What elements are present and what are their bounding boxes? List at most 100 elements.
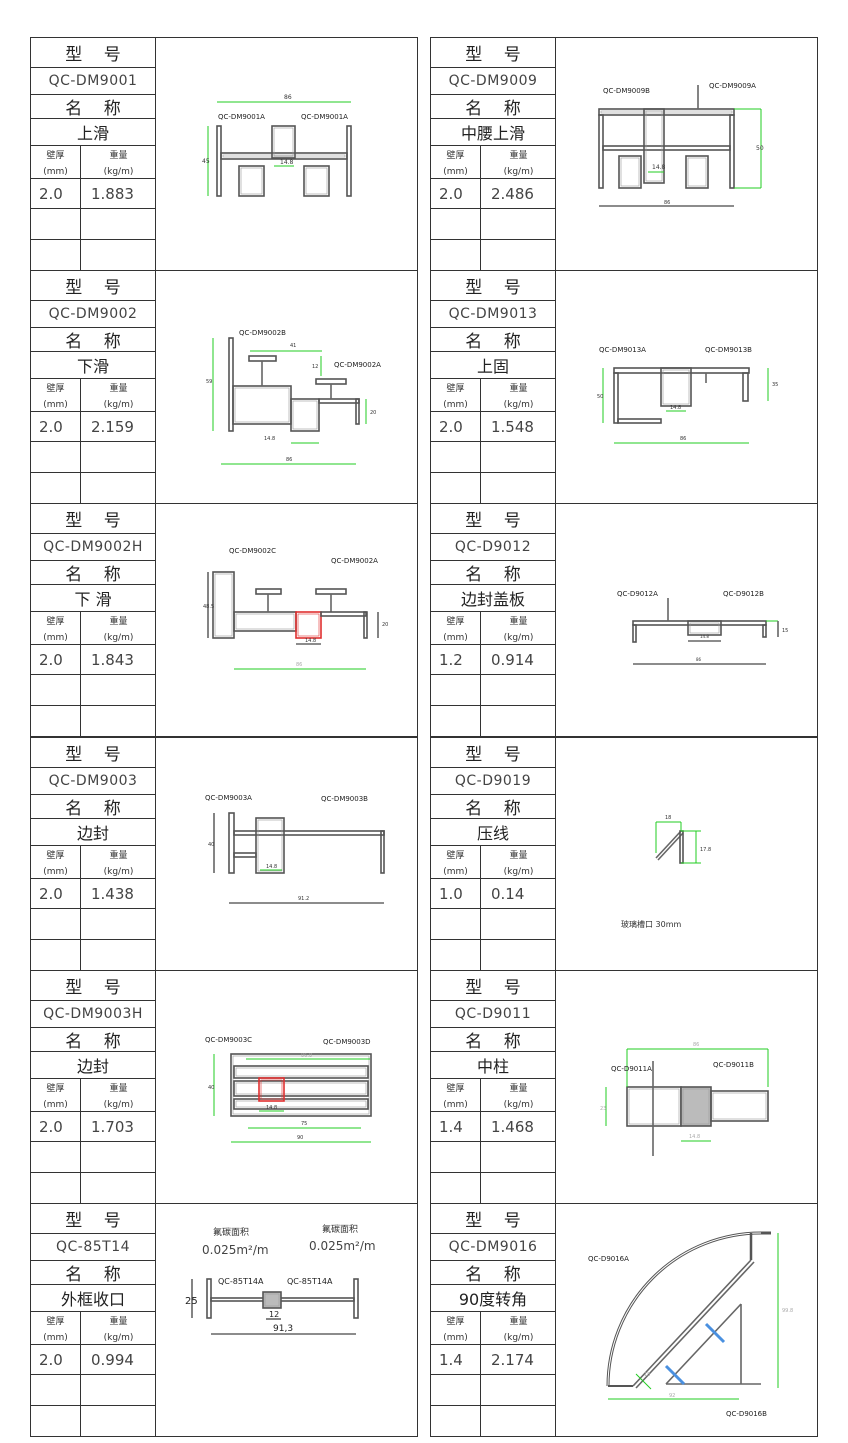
drawing-label: QC-D9011A bbox=[611, 1065, 652, 1073]
profile-inner-line bbox=[305, 167, 328, 195]
empty-cell bbox=[481, 909, 556, 940]
thickness-header: 壁厚 (mm) bbox=[31, 846, 81, 879]
thickness-header: 壁厚(mm) bbox=[31, 1079, 81, 1112]
drawing-label: 14.8 bbox=[266, 864, 277, 870]
profile-outline bbox=[233, 1080, 369, 1097]
profile-outline bbox=[255, 588, 282, 595]
weight-header: 重量(kg/m) bbox=[481, 1312, 556, 1345]
thickness-value: 2.0 bbox=[31, 412, 81, 442]
profile-inner-line bbox=[222, 154, 346, 158]
weight-unit: (kg/m) bbox=[503, 633, 534, 643]
empty-cell bbox=[31, 706, 81, 737]
drawing-label: QC-D9016B bbox=[726, 1410, 767, 1418]
empty-cell bbox=[431, 473, 481, 504]
weight-unit: (kg/m) bbox=[103, 633, 134, 643]
profile-outline bbox=[248, 355, 277, 362]
profile-inner-line bbox=[264, 1293, 280, 1307]
empty-cell bbox=[481, 209, 556, 240]
profile-inner-line bbox=[628, 1088, 680, 1125]
drawing-label: 14.8 bbox=[689, 1134, 700, 1140]
profile-outline bbox=[355, 398, 360, 425]
profile-inner-line bbox=[645, 110, 663, 182]
thickness-value: 2.0 bbox=[31, 645, 81, 675]
weight-header: 重量(kg/m) bbox=[81, 379, 156, 412]
profile-name: 中腰上滑 bbox=[431, 119, 555, 146]
profile-outline bbox=[602, 145, 731, 151]
profile-arc bbox=[606, 1231, 771, 1387]
thickness-header: 壁厚(mm) bbox=[431, 612, 481, 645]
thickness-header: 壁厚(mm) bbox=[431, 1079, 481, 1112]
thickness-unit: (mm) bbox=[443, 867, 468, 877]
drawing-label: QC-DM9002A bbox=[334, 361, 381, 369]
profile-name: 边封 bbox=[31, 819, 155, 846]
profile-outline bbox=[618, 155, 642, 189]
drawing-label: 15 bbox=[782, 628, 788, 634]
empty-cell bbox=[481, 442, 556, 473]
weight-unit: (kg/m) bbox=[103, 867, 134, 877]
thickness-unit: (mm) bbox=[43, 867, 68, 877]
drawing-label: 12 bbox=[269, 1310, 279, 1319]
drawing-label: 40 bbox=[208, 1085, 214, 1091]
drawing-label: 12 bbox=[312, 364, 318, 370]
thickness-unit: (mm) bbox=[443, 167, 468, 177]
weight-value: 1.438 bbox=[81, 879, 156, 909]
thickness-unit: (mm) bbox=[43, 1100, 68, 1110]
model-label: 型 号 bbox=[31, 38, 155, 68]
profile-outline bbox=[216, 125, 222, 197]
profile-line bbox=[657, 832, 684, 861]
drawing-label: 41 bbox=[290, 343, 296, 349]
thickness-value: 2.0 bbox=[31, 1345, 81, 1375]
profile-outline bbox=[233, 1065, 369, 1079]
weight-label: 重量 bbox=[109, 384, 128, 394]
model-label: 型 号 bbox=[431, 738, 555, 768]
weight-header: 重量(kg/m) bbox=[81, 146, 156, 179]
thickness-label: 壁厚 bbox=[46, 851, 65, 861]
gasket-mark bbox=[664, 1364, 686, 1386]
drawing-label: 14.8 bbox=[700, 634, 709, 639]
profile-inner-line bbox=[687, 157, 707, 187]
profile-inner-line bbox=[292, 400, 318, 430]
profile-outline bbox=[210, 1297, 355, 1302]
empty-cell bbox=[31, 675, 81, 706]
empty-cell bbox=[431, 209, 481, 240]
empty-cell bbox=[31, 240, 81, 271]
profile-outline bbox=[353, 1278, 359, 1319]
empty-cell bbox=[31, 1142, 81, 1173]
drawing-label: 35 bbox=[772, 382, 778, 388]
thickness-label: 壁厚 bbox=[46, 1317, 65, 1327]
thickness-header: 壁厚(mm) bbox=[31, 379, 81, 412]
drawing-label: QC-85T14A bbox=[287, 1277, 333, 1286]
drawing-label: QC-DM9001A bbox=[218, 113, 265, 121]
drawing-label: 91,3 bbox=[273, 1324, 293, 1334]
weight-label: 重量 bbox=[509, 384, 528, 394]
empty-cell bbox=[431, 909, 481, 940]
name-label: 名 称 bbox=[31, 1028, 155, 1052]
weight-header: 重量(kg/m) bbox=[81, 846, 156, 879]
drawing-label: 86 bbox=[286, 457, 292, 463]
weight-value: 1.703 bbox=[81, 1112, 156, 1142]
profile-outline bbox=[303, 165, 330, 197]
profile-outline bbox=[626, 1086, 682, 1127]
thickness-value: 1.4 bbox=[431, 1112, 481, 1142]
drawing-label: QC-85T14A bbox=[218, 1277, 264, 1286]
profile-outline bbox=[315, 378, 347, 385]
empty-cell bbox=[481, 1142, 556, 1173]
drawing-label: 86 bbox=[296, 662, 302, 668]
thickness-value: 2.0 bbox=[431, 412, 481, 442]
drawing-label: QC-D9012B bbox=[723, 590, 764, 598]
model-label: 型 号 bbox=[431, 1204, 555, 1234]
model-label: 型 号 bbox=[431, 38, 555, 68]
drawing-label: QC-DM9013B bbox=[705, 346, 752, 354]
